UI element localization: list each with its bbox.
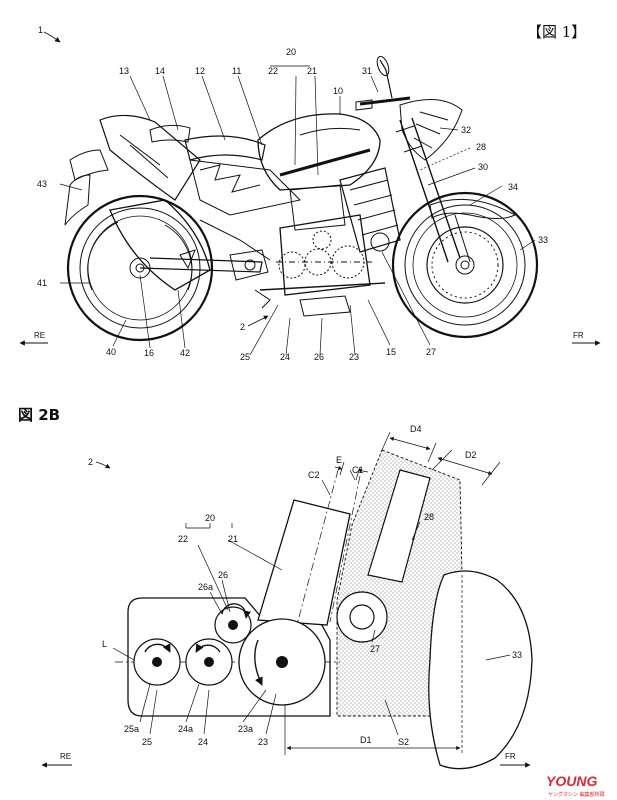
label-28: 28 <box>476 142 486 152</box>
cylinder-21 <box>257 499 351 626</box>
svg-text:FR: FR <box>573 331 584 340</box>
label-27: 27 <box>426 347 436 357</box>
label-2b-24a: 24a <box>178 724 193 734</box>
label-2b-27: 27 <box>370 644 380 654</box>
label-13: 13 <box>119 66 129 76</box>
headlight-cowl <box>399 99 463 161</box>
front-wheel <box>391 191 539 339</box>
label-2: 2 <box>240 322 245 332</box>
figure-2b-direction-re: RE <box>41 752 72 768</box>
label-2b-25a: 25a <box>124 724 139 734</box>
shaft-26 <box>214 603 252 644</box>
label-2b-23: 23 <box>258 737 268 747</box>
label-2b-24: 24 <box>198 737 208 747</box>
label-2b-20: 20 <box>205 513 215 523</box>
label-25: 25 <box>240 352 250 362</box>
label-2b-23a: 23a <box>238 724 253 734</box>
rear-footpeg-area <box>229 249 271 309</box>
label-2b-C2: C2 <box>308 470 320 480</box>
label-30: 30 <box>478 162 488 172</box>
svg-text:RE: RE <box>34 331 45 340</box>
motorcycle-drawing <box>64 55 539 342</box>
label-10: 10 <box>333 86 343 96</box>
figure-2b-title: 図 2B <box>18 406 60 424</box>
label-2b-E: E <box>336 455 342 465</box>
figure-1-leader-lines <box>59 65 536 356</box>
label-21: 21 <box>307 66 317 76</box>
figure-2b-direction-fr: FR <box>500 752 531 768</box>
label-2b-22: 22 <box>178 534 188 544</box>
watermark: YOUNG ヤングマシン 編集部所蔵 <box>546 773 605 798</box>
label-2b-33: 33 <box>512 650 522 660</box>
side-cover <box>189 159 302 216</box>
figure-1-direction-fr: FR <box>572 331 601 346</box>
label-43: 43 <box>37 179 47 189</box>
shaft-24 <box>185 638 233 686</box>
figure-2b-labels: 20 22 21 26 26a L 25a 25 24a 24 23a 23 2… <box>102 424 522 747</box>
figure-2b-leader-lines <box>112 469 511 736</box>
seat <box>149 124 266 161</box>
tail-section <box>64 114 201 226</box>
crankshaft-23 <box>238 618 326 706</box>
label-15: 15 <box>386 347 396 357</box>
figure-2b: 図 2B 2 <box>18 406 533 770</box>
figure-1-direction-re: RE <box>19 331 48 346</box>
label-40: 40 <box>106 347 116 357</box>
label-33: 33 <box>538 235 548 245</box>
label-11: 11 <box>232 66 241 76</box>
front-wheel-33 <box>428 570 533 770</box>
label-2b-26a: 26a <box>198 582 213 592</box>
figure-1-ref-arrow <box>43 31 61 43</box>
shaft-25 <box>133 638 181 686</box>
swingarm <box>139 219 271 273</box>
svg-text:RE: RE <box>60 752 71 761</box>
watermark-brand: YOUNG <box>546 773 597 789</box>
label-2b-28: 28 <box>424 512 434 522</box>
handlebar <box>355 55 411 111</box>
label-20: 20 <box>286 47 296 57</box>
label-2b-L: L <box>102 639 107 649</box>
label-22: 22 <box>268 66 278 76</box>
label-2b-D4: D4 <box>410 424 422 434</box>
label-26: 26 <box>314 352 324 362</box>
figure-1-labels: 13 14 12 11 20 22 21 31 10 32 28 30 34 3… <box>37 47 548 362</box>
label-24: 24 <box>280 352 290 362</box>
engine <box>259 184 390 317</box>
label-2b-S2: S2 <box>398 737 409 747</box>
label-16: 16 <box>144 348 154 358</box>
label-34: 34 <box>508 182 518 192</box>
radiator <box>339 167 401 253</box>
watermark-sub: ヤングマシン 編集部所蔵 <box>548 791 605 798</box>
figure-1: 【図 1】 1 <box>19 23 601 362</box>
front-fork <box>395 117 517 263</box>
label-12: 12 <box>195 66 205 76</box>
label-2b-21: 21 <box>228 534 238 544</box>
figure-1-title: 【図 1】 <box>527 23 586 41</box>
label-2b-26: 26 <box>218 570 228 580</box>
label-32: 32 <box>461 125 471 135</box>
figure-2b-ref-label: 2 <box>88 457 93 467</box>
svg-text:FR: FR <box>505 752 516 761</box>
label-14: 14 <box>155 66 165 76</box>
shaft-27 <box>336 591 388 643</box>
label-2b-D1: D1 <box>360 735 372 745</box>
label-42: 42 <box>180 348 190 358</box>
radiator-28 <box>367 469 431 583</box>
figure-2b-ref-arrow <box>95 461 111 469</box>
label-41: 41 <box>37 278 47 288</box>
label-2b-25: 25 <box>142 737 152 747</box>
figure-1-ref-2-arrow <box>247 315 269 327</box>
label-2b-D2: D2 <box>465 450 477 460</box>
dimension-lines <box>284 431 501 755</box>
figure-1-ref-label: 1 <box>38 25 43 35</box>
label-23: 23 <box>349 352 359 362</box>
fuel-tank <box>257 113 381 191</box>
label-2b-C1: C1 <box>352 465 364 475</box>
label-31: 31 <box>362 66 372 76</box>
